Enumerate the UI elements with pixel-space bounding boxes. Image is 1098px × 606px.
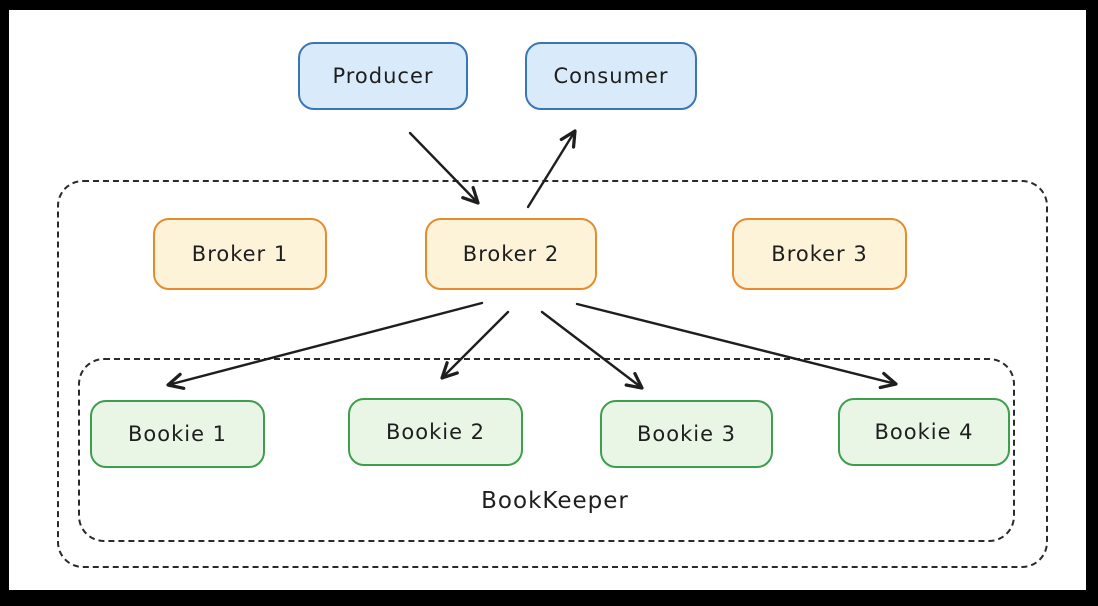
bookkeeper-group-label: BookKeeper (481, 488, 629, 514)
node-bookie-2: Bookie 2 (348, 398, 523, 466)
node-consumer: Consumer (525, 42, 697, 110)
node-bookie-4: Bookie 4 (838, 398, 1010, 466)
diagram-canvas: BookKeeper Producer Consumer Broker 1 Br… (9, 10, 1086, 590)
node-broker-2: Broker 2 (425, 218, 597, 290)
node-broker-1: Broker 1 (153, 218, 327, 290)
node-producer: Producer (298, 42, 468, 110)
node-broker-3: Broker 3 (732, 218, 907, 290)
node-bookie-1: Bookie 1 (90, 400, 265, 468)
node-bookie-3: Bookie 3 (600, 400, 773, 468)
